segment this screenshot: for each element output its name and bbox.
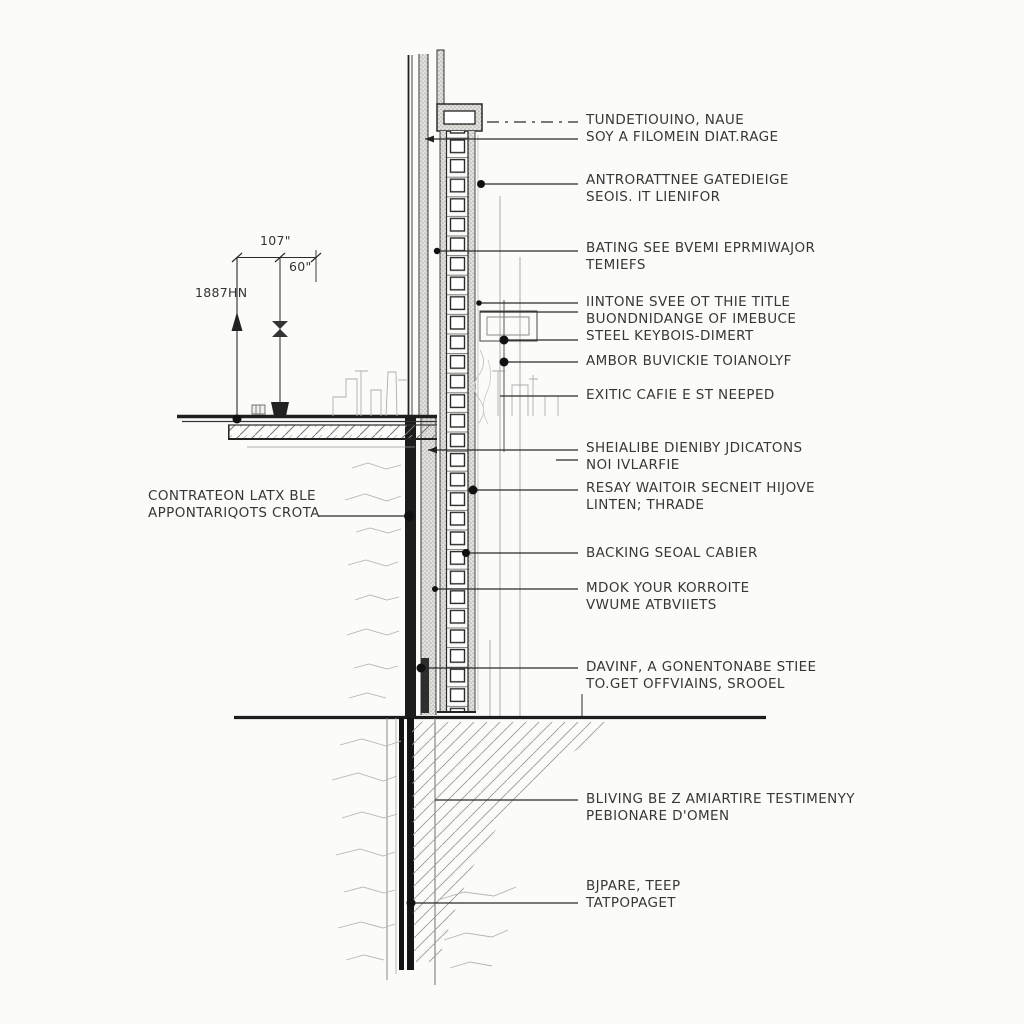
callout-backing-seal: BACKING SEOAL CABIER	[586, 545, 758, 561]
callout-membrane: ANTRORATTNEE GATEDIEIGE SEOIS. IT LIENIF…	[586, 172, 789, 205]
callout-steel-keybois: IINTONE SVEE OT THIE TITLE BUONDNIDANGE …	[586, 294, 797, 344]
callout-ambor: AMBOR BUVICKIE TOIANOLYF	[586, 353, 792, 369]
callout-contrateon: CONTRATEON LATX BLE APPONTARIQOTS CROTA	[148, 488, 320, 521]
dimension-arrow	[231, 312, 243, 331]
wall-assembly	[405, 49, 483, 718]
soil-hatch	[412, 722, 616, 962]
slab-ledge	[177, 414, 437, 448]
blockout-box	[479, 310, 538, 342]
soil-texture	[331, 349, 517, 969]
dimension-lines	[231, 250, 322, 424]
callout-sheialibe: SHEIALIBE DIENIBY JDICATONS NOI IVLARFIE	[586, 440, 803, 473]
leader-lines	[318, 121, 583, 908]
reference-lines	[489, 196, 521, 716]
callout-davinf: DAVINF, A GONENTONABE STIEE TO.GET OFFVI…	[586, 659, 817, 692]
masonry-column	[437, 131, 479, 713]
callout-bating: BATING SEE BVEMI EPRMIWAJOR TEMIEFS	[586, 240, 816, 273]
callout-foundation-top: TUNDETIOUINO, NAUE SOY A FILOMEIN DIAT.R…	[586, 112, 779, 145]
turnbuckle-icon	[272, 321, 288, 329]
callout-resay: RESAY WAITOIR SECNEIT HIJOVE LINTEN; THR…	[586, 480, 815, 513]
callout-mdok: MDOK YOUR KORROITE VWUME ATBVIIETS	[586, 580, 750, 613]
lintel-box	[436, 103, 483, 132]
callout-bjpare: BJPARE, TEEP TATPOPAGET	[586, 878, 681, 911]
dim-offset-label: 60"	[289, 259, 312, 274]
anchor-icon	[271, 402, 289, 416]
dim-load-label: 1887HN	[195, 285, 248, 300]
dim-width-label: 107"	[260, 233, 291, 248]
wall-core	[405, 418, 416, 718]
callout-exitic: EXITIC CAFIE E ST NEEPED	[586, 387, 775, 403]
callout-bliving: BLIVING BE Z AMIARTIRE TESTIMENYY PEBION…	[586, 791, 855, 824]
